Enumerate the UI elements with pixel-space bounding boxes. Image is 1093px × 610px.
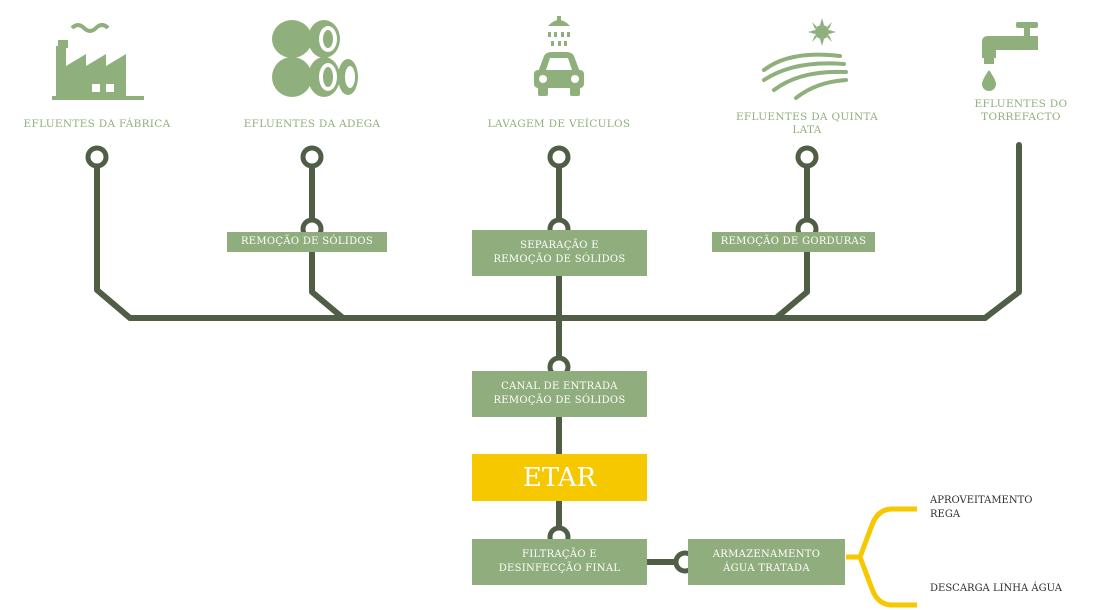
pipe-quinta bbox=[773, 161, 810, 321]
source-label-lavagem: LAVAGEM DE VEÍCULOS bbox=[487, 118, 631, 130]
treatment-box-quinta: REMOÇÃO DE GORDURAS bbox=[712, 232, 875, 252]
canal-entrada-box: CANAL DE ENTRADA REMOÇÃO DE SÓLIDOS bbox=[472, 371, 647, 417]
output-brace bbox=[857, 506, 917, 608]
node-quinta bbox=[795, 145, 819, 169]
pipe-fabrica bbox=[94, 161, 133, 321]
node-lavagem bbox=[547, 145, 571, 169]
car-wash-icon bbox=[534, 16, 584, 96]
etar-box: ETAR bbox=[472, 454, 647, 501]
output-label-rega: APROVEITAMENTO REGA bbox=[930, 495, 1033, 520]
source-label-adega: EFLUENTES DA ADEGA bbox=[243, 118, 381, 130]
factory-icon bbox=[52, 23, 144, 100]
output-label-descarga: DESCARGA LINHA ÁGUA bbox=[930, 583, 1062, 594]
node-adega bbox=[300, 145, 324, 169]
armazenamento-box: ARMAZENAMENTO ÁGUA TRATADA bbox=[688, 539, 845, 585]
barrels-icon bbox=[272, 20, 358, 97]
treatment-box-lavagem: SEPARAÇÃO E REMOÇÃO DE SÓLIDOS bbox=[472, 230, 647, 276]
farm-field-icon bbox=[762, 18, 848, 100]
node-fabrica bbox=[85, 145, 109, 169]
source-label-quinta: EFLUENTES DA QUINTA LATA bbox=[735, 111, 879, 136]
source-label-fabrica: EFLUENTES DA FÁBRICA bbox=[23, 118, 171, 130]
filtracao-box: FILTRAÇÃO E DESINFECÇÃO FINAL bbox=[472, 539, 647, 585]
pipe-torrefacto bbox=[982, 142, 1022, 321]
source-label-torrefacto: EFLUENTES DO TORREFACTO bbox=[974, 98, 1068, 123]
pipe-adega bbox=[309, 161, 346, 321]
faucet-icon bbox=[982, 22, 1038, 91]
treatment-box-adega: REMOÇÃO DE SÓLIDOS bbox=[227, 232, 387, 252]
